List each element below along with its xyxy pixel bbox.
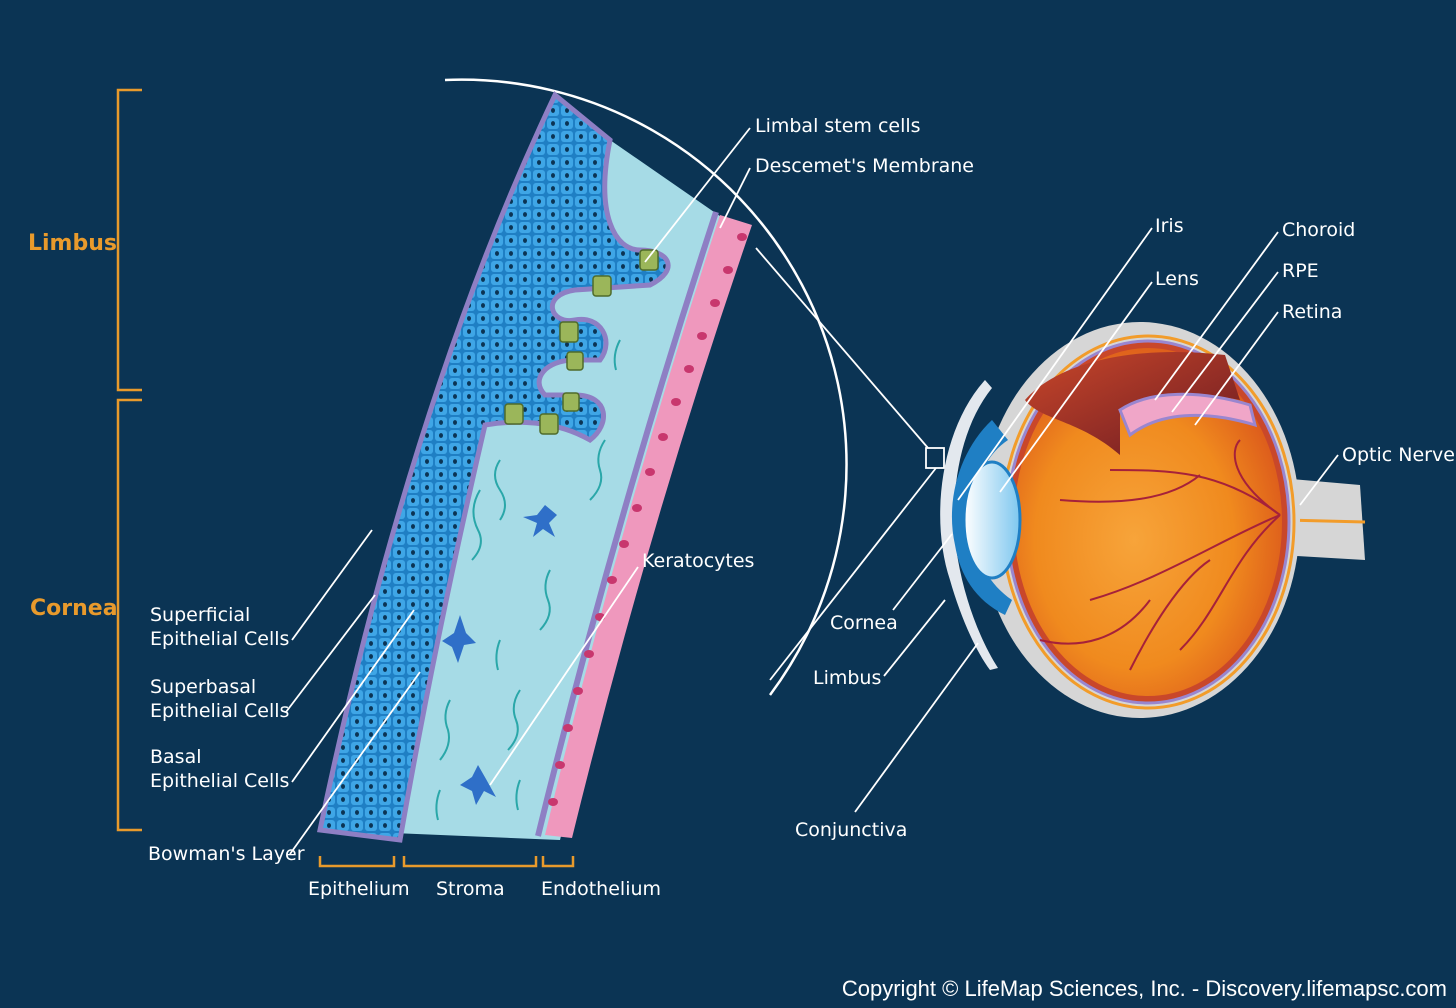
copyright-backdrop bbox=[760, 968, 1456, 1008]
rpe-label: RPE bbox=[1282, 260, 1319, 282]
zoom-connector-lines bbox=[755, 247, 945, 681]
limbal-stem-cells-label: Limbal stem cells bbox=[755, 115, 921, 137]
magnifier-circle bbox=[444, 78, 848, 696]
choroid-cut bbox=[1025, 352, 1240, 455]
limbus-eye-label: Limbus bbox=[813, 667, 881, 689]
cornea-outer bbox=[940, 380, 998, 670]
keratocytes-label: Keratocytes bbox=[642, 550, 754, 572]
bowmans-layer-label: Bowman's Layer bbox=[148, 843, 305, 865]
left-leader-lines bbox=[285, 529, 421, 855]
basal-label-line2: Epithelial Cells bbox=[150, 770, 289, 792]
lens-label: Lens bbox=[1155, 268, 1199, 290]
epithelium-label: Epithelium bbox=[308, 878, 410, 900]
copyright-text: Copyright © LifeMap Sciences, Inc. - Dis… bbox=[842, 976, 1447, 1001]
retina-layers bbox=[1118, 392, 1258, 438]
zoom-region-box bbox=[925, 447, 945, 469]
epithelium-layer bbox=[316, 91, 671, 843]
endothelium-bracket bbox=[541, 856, 575, 868]
conjunctiva-label: Conjunctiva bbox=[795, 819, 907, 841]
superficial-label-line2: Epithelial Cells bbox=[150, 628, 289, 650]
cornea-eye-label: Cornea bbox=[830, 612, 898, 634]
cornea-left-label: Cornea bbox=[30, 596, 118, 621]
endothelium-label: Endothelium bbox=[541, 878, 661, 900]
stroma-fibers bbox=[435, 339, 621, 821]
iris-structure bbox=[951, 420, 1012, 615]
keratocyte-cells bbox=[442, 505, 557, 805]
limbal-stem-cells bbox=[504, 249, 659, 435]
optic-nerve bbox=[1280, 478, 1365, 560]
lens bbox=[962, 460, 1022, 580]
choroid-label: Choroid bbox=[1282, 219, 1355, 241]
optic-nerve-label: Optic Nerve bbox=[1342, 444, 1455, 466]
eye-leader-lines bbox=[854, 227, 1339, 813]
magnified-leader-lines bbox=[489, 127, 751, 786]
superbasal-label-line1: Superbasal bbox=[150, 676, 256, 698]
limbus-bracket bbox=[116, 88, 142, 392]
iris-label: Iris bbox=[1155, 215, 1184, 237]
magnified-cornea-section bbox=[316, 78, 848, 843]
limbus-left-label: Limbus bbox=[28, 231, 117, 256]
descemets-membrane-line bbox=[535, 211, 719, 837]
epithelium-bracket bbox=[318, 856, 396, 868]
endothelium-band bbox=[545, 215, 752, 838]
retina-label: Retina bbox=[1282, 301, 1342, 323]
basal-label-line1: Basal bbox=[150, 746, 202, 768]
endothelial-cells bbox=[548, 233, 747, 806]
retinal-blood-vessels bbox=[1039, 439, 1281, 671]
stroma-label: Stroma bbox=[436, 878, 505, 900]
eye-cross-section bbox=[940, 322, 1366, 718]
cornea-bracket bbox=[116, 398, 142, 832]
superbasal-label-line2: Epithelial Cells bbox=[150, 700, 289, 722]
stroma-bracket bbox=[402, 856, 538, 868]
superficial-label-line1: Superficial bbox=[150, 604, 250, 626]
descemets-membrane-label: Descemet's Membrane bbox=[755, 155, 974, 177]
